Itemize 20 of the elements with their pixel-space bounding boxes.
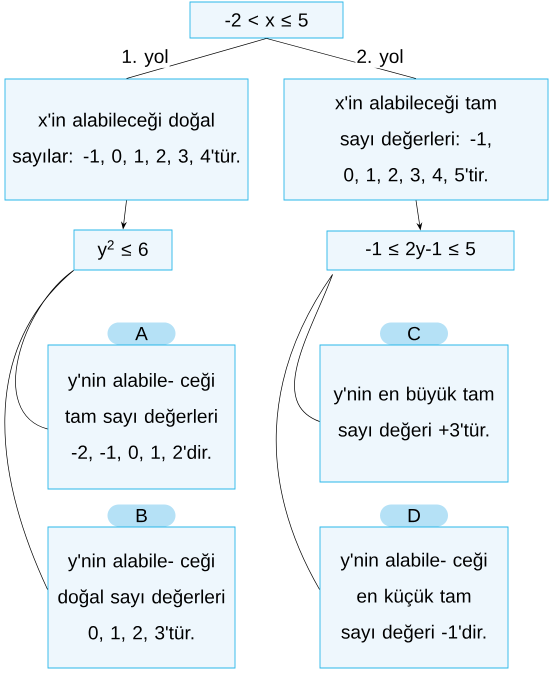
text-box: x'in alabileceği doğal sayılar: -1, 0, 1, 2, 3, 4'tür. xyxy=(4,78,248,200)
connector-line xyxy=(294,274,333,422)
letter-badge: B xyxy=(108,504,176,527)
text-box: y'nin en büyük tam sayı değeri +3'tür. xyxy=(320,344,508,482)
formula-box: -1 ≤ 2y-1 ≤ 5 xyxy=(326,230,514,270)
text-box: y'nin alabile- ceği doğal sayı değerleri 0, 1, 2, 3'tür. xyxy=(48,526,236,668)
connector-line xyxy=(126,38,267,79)
edge-label: 2. yol xyxy=(357,49,402,67)
connector-line xyxy=(4,270,74,590)
letter-badge: D xyxy=(380,504,448,527)
text-box: y'nin alabile- ceği en küçük tam sayı değeri -1'dir. xyxy=(320,526,508,668)
text-box: y'nin alabile- ceği tam sayı değerleri -2, -1, 0, 1, 2'dir. xyxy=(48,344,236,490)
formula-box: -2 < x ≤ 5 xyxy=(190,2,344,38)
connector-line xyxy=(276,274,333,590)
letter-badge: A xyxy=(108,322,176,345)
text-box: x'in alabileceği tam sayı değerleri: -1, 0, 1, 2, 3, 4, 5'tir. xyxy=(284,78,548,200)
connector-line xyxy=(16,270,74,430)
edge-label: 1. yol xyxy=(122,49,168,67)
formula-box: y$^{2}$ ≤ 6 xyxy=(74,230,172,270)
letter-badge: C xyxy=(380,322,448,345)
